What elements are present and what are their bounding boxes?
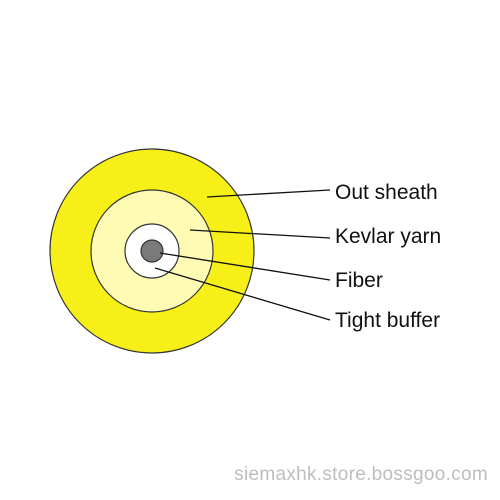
out-sheath-label: Out sheath bbox=[335, 181, 438, 204]
tight-buffer-label: Tight buffer bbox=[335, 309, 440, 332]
tight-buffer-leader bbox=[154, 267, 331, 321]
fiber-core bbox=[140, 239, 164, 263]
out-sheath-leader bbox=[206, 189, 331, 198]
fiber-leader bbox=[159, 252, 331, 281]
fiber-label: Fiber bbox=[335, 269, 383, 292]
watermark-text: siemaxhk.store.bossgoo.com bbox=[234, 464, 488, 485]
kevlar-yarn-leader bbox=[189, 229, 331, 239]
kevlar-yarn-label: Kevlar yarn bbox=[335, 225, 441, 248]
